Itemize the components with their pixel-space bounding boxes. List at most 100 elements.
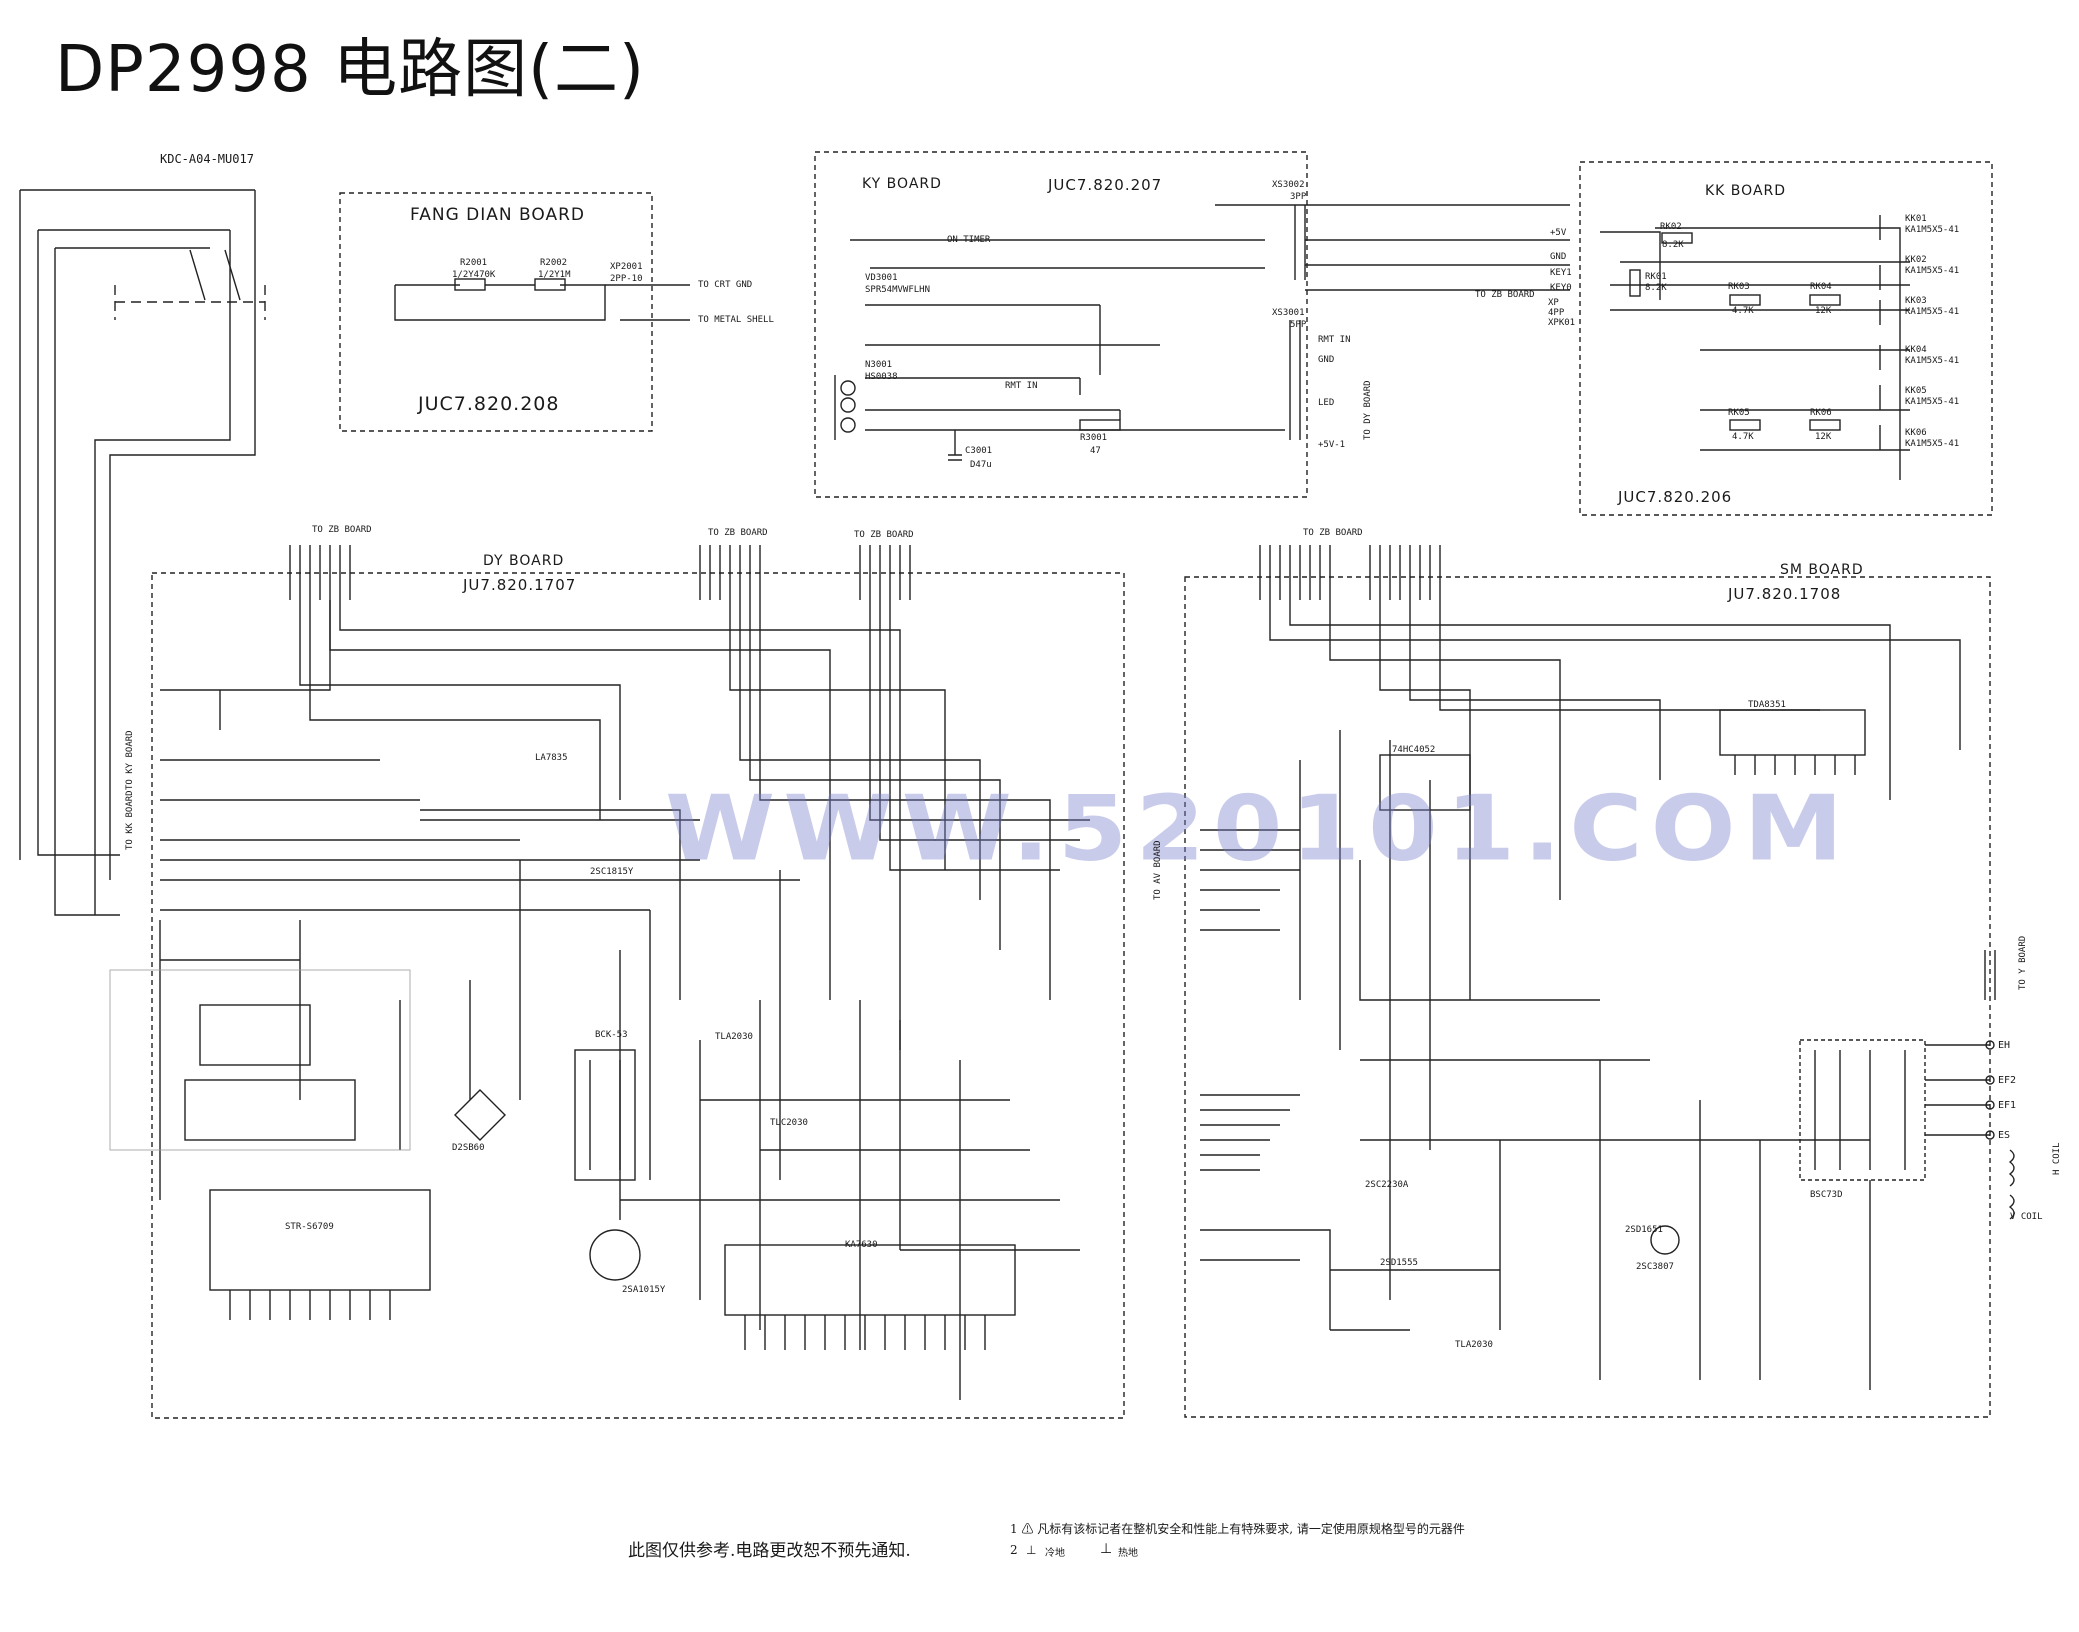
r3001-symbol: [1079, 419, 1121, 431]
kk-pin-5v: +5V: [1550, 228, 1567, 238]
dy-part-la7835: LA7835: [535, 753, 568, 763]
power-input-area: [109, 969, 411, 1151]
rk01-symbol: [1629, 269, 1641, 297]
kk04-value: KA1M5X5-41: [1905, 356, 1960, 366]
dy-part-bridge: D2SB60: [452, 1143, 485, 1153]
ic-74hc4052: [1379, 754, 1471, 811]
kk-board-box: [1579, 161, 1993, 516]
dy-part-ka7630: KA7630: [845, 1240, 878, 1250]
wire: [37, 230, 120, 856]
kk03-label: KK03: [1905, 296, 1927, 306]
footer-safety-note: 1 ⚠ 凡标有该标记者在整机安全和性能上有特殊要求, 请一定使用原规格型号的元器…: [1010, 1522, 1465, 1536]
ic-tda8351: [1719, 709, 1866, 756]
ic-pins: [1734, 755, 1856, 775]
output-es: ES: [1998, 1130, 2011, 1141]
dy-part-tlc2030: TLC2030: [770, 1118, 808, 1128]
dy-to-zb-2: TO ZB BOARD: [708, 528, 768, 538]
rk02-label: RK02: [1660, 222, 1682, 232]
wire: [54, 248, 120, 916]
vd3001-value: SPR54MVWFLHN: [865, 285, 931, 295]
r2002-value: 1/2Y1M: [538, 270, 571, 280]
kk02-value: KA1M5X5-41: [1905, 266, 1960, 276]
sm-board-code: JU7.820.1708: [1728, 585, 1842, 603]
hot-ground-icon: ⊥: [1100, 1540, 1113, 1556]
dy-part-tla2030: TLA2030: [715, 1032, 753, 1042]
xs3002-label: XS3002: [1272, 180, 1305, 190]
kk06-value: KA1M5X5-41: [1905, 439, 1960, 449]
fang-dian-board-title: FANG DIAN BOARD: [410, 205, 585, 225]
rk06-symbol: [1809, 419, 1841, 431]
ky-board-title: KY BOARD: [862, 176, 942, 192]
kk-xpk01-label: XPK01: [1548, 318, 1576, 328]
bus-pins: [1369, 545, 1441, 600]
kk-board-title: KK BOARD: [1705, 183, 1787, 199]
dy-part-transformer: BCK-53: [595, 1030, 628, 1040]
kk-pin-key0: KEY0: [1550, 283, 1572, 293]
page-title: DP2998 电路图(二): [55, 33, 646, 107]
kk02-label: KK02: [1905, 255, 1927, 265]
wire: [109, 190, 256, 880]
r2001-value: 1/2Y470K: [452, 270, 496, 280]
line-filter: [199, 1004, 311, 1066]
sm-to-zb-label: TO ZB BOARD: [1303, 528, 1363, 538]
str-s6709-block: [209, 1189, 431, 1291]
wire: [1215, 204, 1570, 291]
kk01-label: KK01: [1905, 214, 1927, 224]
wire: [850, 239, 1285, 431]
outputs: [1925, 1044, 1990, 1136]
kk05-label: KK05: [1905, 386, 1927, 396]
bus-pins: [699, 545, 761, 600]
wire: [159, 920, 521, 1200]
bus-pins: [289, 545, 351, 600]
h-coil-symbol: [2008, 1149, 2015, 1187]
sm-board-title: SM BOARD: [1780, 562, 1864, 578]
wire: [1360, 1059, 1871, 1390]
wire: [299, 600, 901, 1050]
to-metal-shell: TO METAL SHELL: [698, 315, 774, 325]
wire: [605, 284, 690, 321]
sm-to-av-label: TO AV BOARD: [1153, 840, 1163, 900]
kk-board-code: JUC7.820.206: [1618, 488, 1733, 506]
sm-part-2sc2230a: 2SC2230A: [1365, 1180, 1409, 1190]
n3001-value: HS0038: [865, 372, 898, 382]
header-code: KDC-A04-MU017: [160, 152, 254, 166]
output-ef2: EF2: [1998, 1075, 2017, 1086]
wire: [619, 950, 961, 1400]
dy-part-q2: 2SA1015Y: [622, 1285, 666, 1295]
kk-xp-value: 4PP: [1548, 308, 1565, 318]
to-dy-board-label: TO DY BOARD: [1363, 380, 1373, 440]
dy-part-regulator: STR-S6709: [285, 1222, 334, 1232]
bus-pins: [859, 545, 911, 600]
kk-to-zb-label: TO ZB BOARD: [1475, 290, 1535, 300]
ky-board-code: JUC7.820.207: [1048, 176, 1163, 194]
bus-pins: [1259, 545, 1331, 600]
xp2001-label: XP2001: [610, 262, 643, 272]
dy-to-zb-1: TO ZB BOARD: [312, 525, 372, 535]
dy-board-box: [151, 572, 1125, 1419]
wire: [160, 600, 800, 911]
rk04-label: RK04: [1810, 282, 1832, 292]
gnd-pin-label: GND: [1318, 355, 1335, 365]
connector: [1289, 205, 1306, 440]
xs3001-value: 5PP: [1290, 320, 1307, 330]
on-timer-label: ON TIMER: [947, 235, 991, 245]
dy-board-title: DY BOARD: [483, 553, 565, 569]
wire: [1079, 305, 1121, 420]
fang-dian-board-code: JUC7.820.208: [418, 393, 560, 415]
rk03-label: RK03: [1728, 282, 1750, 292]
sm-part-tda8351: TDA8351: [1748, 700, 1786, 710]
r2001-label: R2001: [460, 258, 488, 268]
pin1: [840, 380, 856, 396]
rectifier-block: [184, 1079, 356, 1141]
ic-pins: [744, 1315, 986, 1350]
pin2: [840, 397, 856, 413]
v-coil-symbol: [2008, 1194, 2015, 1220]
kk-pin-key1: KEY1: [1550, 268, 1572, 278]
h-out-transistor: [1650, 1225, 1680, 1255]
rk05-value: 4.7K: [1732, 432, 1754, 442]
transformer-windings: [1814, 1050, 1906, 1170]
xs3002-value: 3PP: [1290, 192, 1307, 202]
wire: [94, 230, 231, 915]
zb-inputs: [1200, 1094, 1300, 1171]
